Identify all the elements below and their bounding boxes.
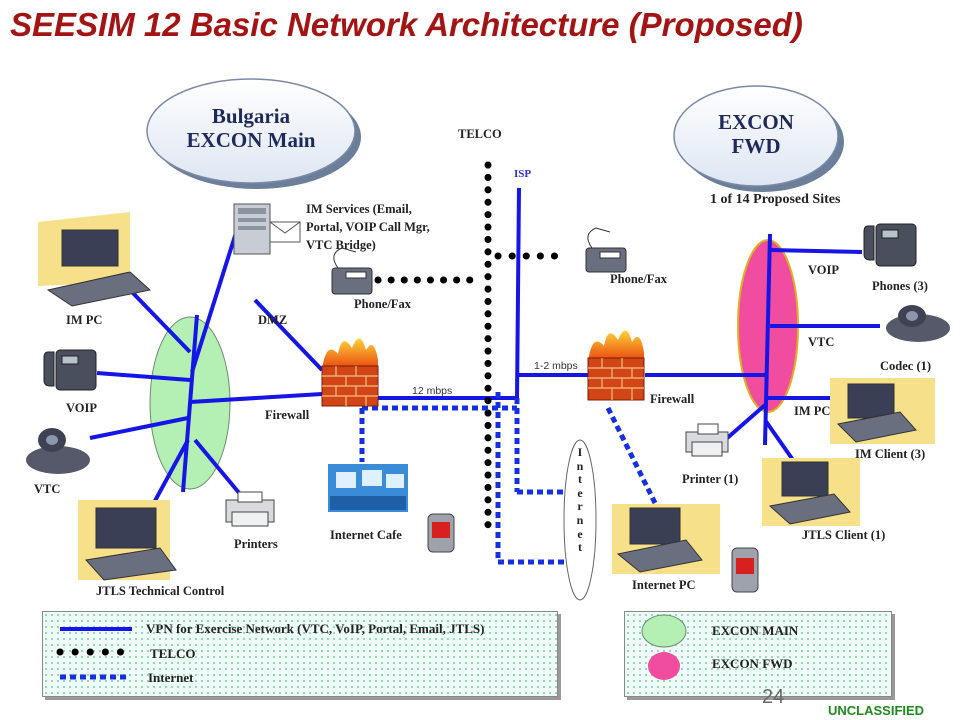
firewall-right-label: Firewall — [650, 392, 695, 406]
excon-main-line2: EXCON Main — [186, 128, 316, 152]
phone-fax-right-label: Phone/Fax — [610, 272, 667, 286]
im-client-label: IM Client (3) — [855, 447, 926, 461]
im-pc-right-label: IM PC — [794, 404, 831, 418]
excon-fwd-bubble — [673, 85, 839, 187]
voip-left-label: VOIP — [66, 401, 97, 415]
internet-letter: t — [578, 540, 582, 555]
internet-vertical-label: I n t e r n e t — [572, 445, 588, 555]
im-services-line1: IM Services (Email, — [306, 202, 412, 216]
legend-excon-fwd-label: EXCON FWD — [712, 656, 793, 671]
classification-label: UNCLASSIFIED — [828, 703, 925, 718]
internet-letter: n — [576, 512, 584, 527]
page-number: 24 — [762, 686, 785, 708]
vpn-lines-right — [515, 187, 880, 472]
vpn-lines-left — [89, 219, 517, 511]
printer-1-label: Printer (1) — [682, 472, 739, 486]
im-services-line3: VTC Bridge) — [306, 238, 376, 252]
excon-fwd-label: EXCON FWD — [676, 110, 836, 158]
printers-label: Printers — [234, 537, 278, 551]
phone-fax-left-label: Phone/Fax — [354, 297, 411, 311]
phones-label: Phones (3) — [872, 279, 928, 293]
im-pc-label: IM PC — [66, 313, 103, 327]
jtls-client-label: JTLS Client (1) — [802, 528, 886, 542]
phone-shapes — [43, 223, 917, 391]
speed-1-2-label: 1-2 mbps — [534, 360, 578, 372]
legend-box-left — [42, 611, 558, 697]
internet-letter: n — [576, 458, 584, 473]
legend-main-marker — [641, 614, 687, 648]
isp-label: ISP — [514, 168, 532, 180]
vtc-camera-shapes — [26, 305, 950, 474]
internet-cafe-image — [328, 464, 408, 512]
excon-fwd-line1: EXCON — [718, 110, 794, 134]
internet-letter: e — [577, 526, 583, 541]
internet-letter: I — [577, 445, 583, 459]
legend-telco-label: TELCO — [150, 646, 196, 661]
im-services-label: IM Services (Email, Portal, VOIP Call Mg… — [306, 200, 430, 254]
internet-letter: t — [578, 472, 582, 487]
fax-shapes — [331, 227, 627, 295]
vtc-left-label: VTC — [34, 482, 61, 496]
im-services-line2: Portal, VOIP Call Mgr, — [306, 220, 430, 234]
firewall-left-shape — [321, 338, 379, 407]
sites-label: 1 of 14 Proposed Sites — [710, 192, 841, 207]
internet-cafe-label: Internet Cafe — [330, 528, 402, 542]
server-shape — [233, 203, 301, 255]
laptop-shapes — [38, 212, 935, 581]
legend-excon-main-label: EXCON MAIN — [712, 623, 799, 638]
internet-pc-label: Internet PC — [632, 578, 696, 592]
voip-right-label: VOIP — [808, 263, 839, 277]
internet-letter: e — [577, 485, 583, 500]
internet-letter: r — [577, 499, 583, 514]
internet-vertical-ellipse — [563, 439, 597, 601]
legend-box-right — [624, 611, 892, 697]
excon-fwd-line2: FWD — [731, 134, 781, 158]
firewall-right-shape — [587, 330, 645, 401]
excon-main-label: Bulgaria EXCON Main — [151, 104, 351, 152]
legend-fwd-marker — [648, 652, 680, 680]
printer-shapes — [225, 423, 729, 527]
dmz-label: DMZ — [258, 313, 288, 327]
codec-label: Codec (1) — [880, 359, 932, 373]
page-title: SEESIM 12 Basic Network Architecture (Pr… — [10, 6, 803, 43]
vtc-right-label: VTC — [808, 335, 835, 349]
legend-internet-label: Internet — [148, 670, 194, 685]
excon-main-line1: Bulgaria — [211, 104, 291, 128]
jtls-tc-label: JTLS Technical Control — [96, 584, 225, 598]
legend-vpn-label: VPN for Exercise Network (VTC, VoIP, Por… — [146, 621, 485, 636]
excon-main-bubble — [146, 78, 356, 184]
speed-12-label: 12 mbps — [412, 385, 453, 397]
mobile-phone-shapes — [427, 513, 759, 593]
telco-label: TELCO — [458, 127, 502, 141]
firewall-left-label: Firewall — [265, 408, 310, 422]
